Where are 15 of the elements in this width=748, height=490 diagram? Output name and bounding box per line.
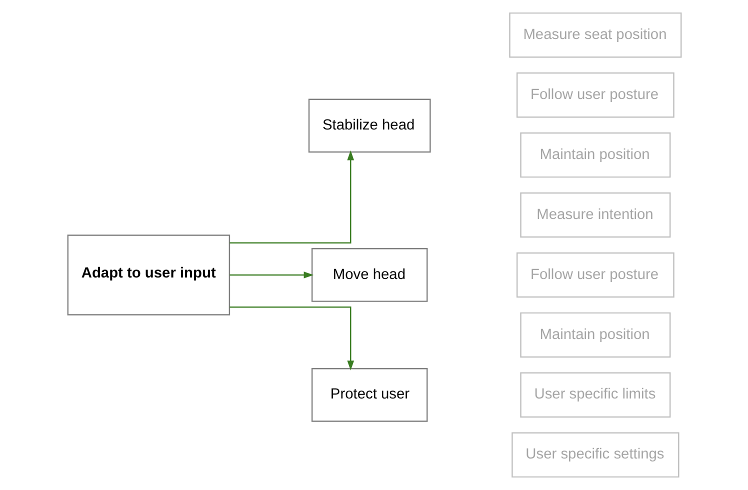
node-box: Stabilize head xyxy=(308,98,430,153)
arrow xyxy=(229,306,354,370)
node-box: Maintain position xyxy=(520,312,670,358)
node-box: Protect user xyxy=(310,368,428,422)
node-box: Measure seat position xyxy=(508,12,682,58)
node-box: Move head xyxy=(310,248,428,302)
node-box: Maintain position xyxy=(520,132,670,178)
node-box: Follow user posture xyxy=(516,72,674,118)
node-box: Follow user posture xyxy=(516,252,674,298)
node-box: User specific limits xyxy=(520,372,670,418)
arrow xyxy=(229,150,354,244)
node-box: Adapt to user input xyxy=(66,234,230,316)
arrow xyxy=(229,272,314,278)
node-box: User specific settings xyxy=(511,432,679,478)
node-box: Measure intention xyxy=(520,192,670,238)
